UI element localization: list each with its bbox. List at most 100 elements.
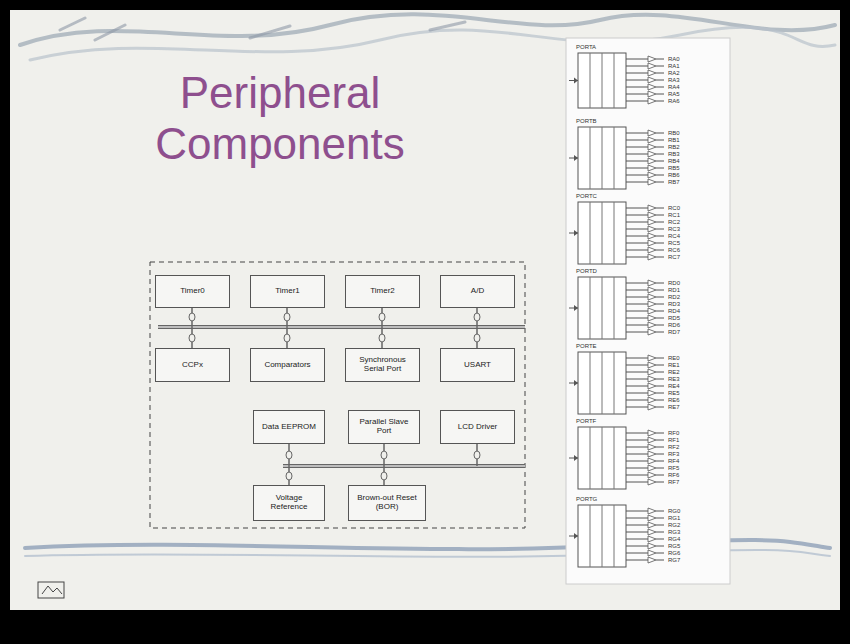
pin-name: RG1 — [668, 515, 680, 521]
peripheral-box: Comparators — [250, 348, 325, 382]
pin-name: RG4 — [668, 536, 680, 542]
pin-name: RB7 — [668, 179, 680, 185]
pin-name: RE2 — [668, 369, 680, 375]
pin-name: RD0 — [668, 280, 680, 286]
pin-name: RC4 — [668, 233, 680, 239]
pin-name: RA6 — [668, 98, 680, 104]
port-name: PORTF — [576, 418, 596, 424]
peripheral-box: Timer0 — [155, 275, 230, 308]
pin-name: RA0 — [668, 56, 680, 62]
pin-name: RA5 — [668, 91, 680, 97]
pin-name: RG7 — [668, 557, 680, 563]
pin-name: RA1 — [668, 63, 680, 69]
port-name: PORTA — [576, 44, 596, 50]
pin-name: RD7 — [668, 329, 680, 335]
port-name: PORTG — [576, 496, 597, 502]
peripheral-box: Timer2 — [345, 275, 420, 308]
port-block — [569, 427, 664, 489]
pin-name: RG2 — [668, 522, 680, 528]
peripheral-box: Timer1 — [250, 275, 325, 308]
pin-name: RC7 — [668, 254, 680, 260]
pin-name: RF2 — [668, 444, 679, 450]
pin-name: RE0 — [668, 355, 680, 361]
pin-name: RG3 — [668, 529, 680, 535]
pin-name: RE7 — [668, 404, 680, 410]
peripheral-box: A/D — [440, 275, 515, 308]
slide-title: Peripheral Components — [125, 68, 435, 169]
pin-name: RE1 — [668, 362, 680, 368]
port-block — [569, 127, 664, 189]
peripheral-box: CCPx — [155, 348, 230, 382]
peripheral-box: Brown-out Reset (BOR) — [348, 485, 426, 521]
pin-name: RC6 — [668, 247, 680, 253]
pin-name: RB1 — [668, 137, 680, 143]
pin-name: RB3 — [668, 151, 680, 157]
pin-name: RC2 — [668, 219, 680, 225]
pin-name: RC3 — [668, 226, 680, 232]
box-label: Parallel Slave Port — [352, 418, 416, 436]
pin-name: RC0 — [668, 205, 680, 211]
bus — [158, 308, 525, 485]
pin-name: RD2 — [668, 294, 680, 300]
port-name: PORTD — [576, 268, 597, 274]
pin-name: RF5 — [668, 465, 679, 471]
slide-ground — [10, 10, 840, 610]
port-block — [569, 505, 664, 567]
pin-name: RD4 — [668, 308, 680, 314]
peripheral-box: Voltage Reference — [253, 485, 325, 521]
pin-name: RE4 — [668, 383, 680, 389]
box-label: Timer1 — [275, 287, 300, 296]
box-label: LCD Driver — [458, 423, 498, 432]
pin-name: RE5 — [668, 390, 680, 396]
peripheral-box: Data EEPROM — [253, 410, 325, 444]
port-block — [569, 53, 664, 108]
peripheral-box: USART — [440, 348, 515, 382]
pin-name: RD1 — [668, 287, 680, 293]
peripheral-box: Synchronous Serial Port — [345, 348, 420, 382]
pin-name: RF4 — [668, 458, 679, 464]
dashed-boundary — [150, 262, 525, 528]
pin-name: RA2 — [668, 70, 680, 76]
port-name: PORTE — [576, 343, 597, 349]
peripheral-box: LCD Driver — [440, 410, 515, 444]
pin-name: RC1 — [668, 212, 680, 218]
pin-name: RA3 — [668, 77, 680, 83]
pin-name: RF1 — [668, 437, 679, 443]
pin-name: RF3 — [668, 451, 679, 457]
box-label: Voltage Reference — [257, 494, 321, 512]
port-name: PORTB — [576, 118, 597, 124]
pin-name: RG0 — [668, 508, 680, 514]
pin-name: RB6 — [668, 172, 680, 178]
box-label: Brown-out Reset (BOR) — [352, 494, 422, 512]
pin-name: RD5 — [668, 315, 680, 321]
box-label: Timer2 — [370, 287, 395, 296]
box-label: Timer0 — [180, 287, 205, 296]
port-block — [569, 202, 664, 264]
box-label: A/D — [471, 287, 484, 296]
pin-name: RA4 — [668, 84, 680, 90]
port-name: PORTC — [576, 193, 597, 199]
box-label: Synchronous Serial Port — [349, 356, 416, 374]
box-label: Data EEPROM — [262, 423, 316, 432]
port-block — [569, 352, 664, 414]
pin-name: RF7 — [668, 479, 679, 485]
pin-name: RB0 — [668, 130, 680, 136]
logo-icon — [38, 582, 64, 598]
pin-name: RD3 — [668, 301, 680, 307]
pin-name: RB4 — [668, 158, 680, 164]
pin-name: RG5 — [668, 543, 680, 549]
pin-name: RC5 — [668, 240, 680, 246]
peripheral-box: Parallel Slave Port — [348, 410, 420, 444]
pin-name: RF6 — [668, 472, 679, 478]
pin-name: RB2 — [668, 144, 680, 150]
box-label: USART — [464, 361, 491, 370]
box-label: CCPx — [182, 361, 203, 370]
pin-name: RG6 — [668, 550, 680, 556]
port-diagrams — [569, 53, 664, 567]
pin-name: RE6 — [668, 397, 680, 403]
pin-name: RD6 — [668, 322, 680, 328]
pin-name: RE3 — [668, 376, 680, 382]
port-panel — [566, 38, 730, 584]
